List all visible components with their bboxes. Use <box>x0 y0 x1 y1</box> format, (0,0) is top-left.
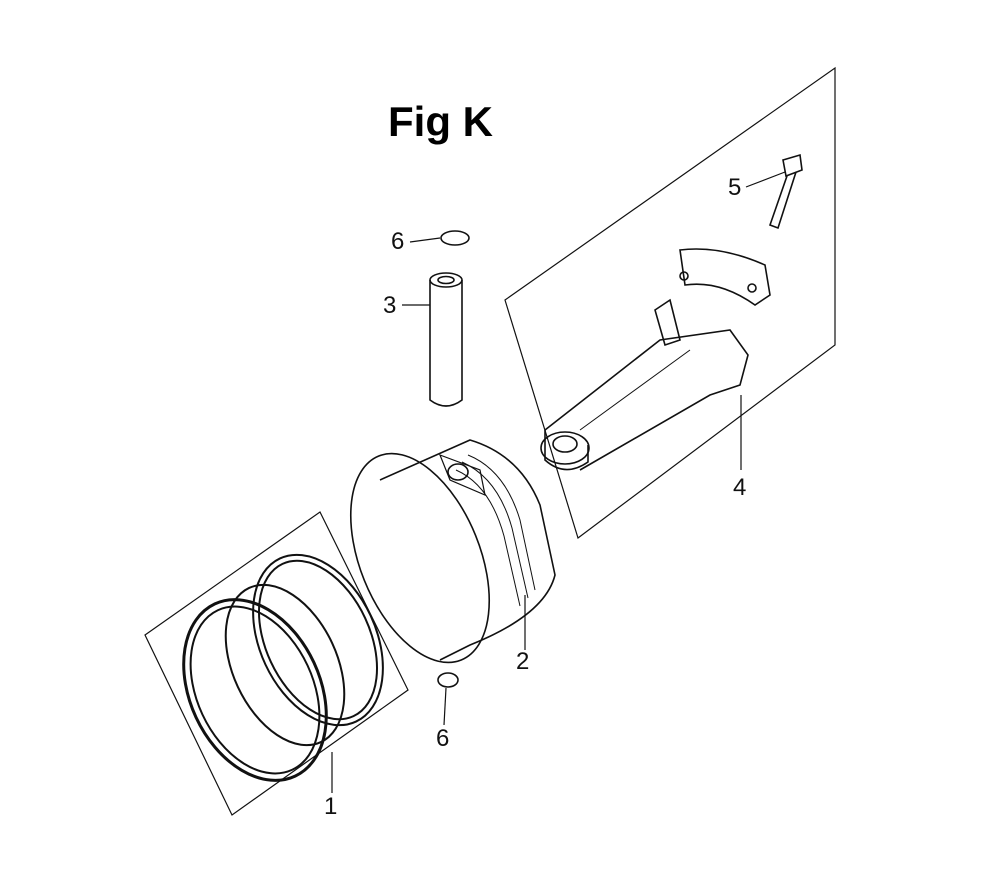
rod-bolt <box>768 153 803 230</box>
callout-piston-rings: 1 <box>324 793 338 820</box>
callout-piston-pin: 3 <box>383 292 397 319</box>
callout-leaders <box>331 171 786 793</box>
pin-clip-top <box>440 230 470 246</box>
callout-connecting-rod: 4 <box>733 474 747 501</box>
callout-piston: 2 <box>516 648 530 675</box>
figure-title: Fig K <box>388 98 493 145</box>
pin-clip-bottom <box>437 672 459 688</box>
piston-pin <box>429 272 463 407</box>
connecting-rod-box <box>504 66 836 539</box>
ring-set-box <box>144 511 409 816</box>
callout-pin-clip-top: 6 <box>391 228 405 255</box>
piston-rings <box>182 553 384 782</box>
connecting-rod <box>540 248 771 471</box>
callout-pin-clip-bottom: 6 <box>436 725 450 752</box>
piston <box>349 439 556 664</box>
callout-rod-bolt: 5 <box>728 174 742 201</box>
